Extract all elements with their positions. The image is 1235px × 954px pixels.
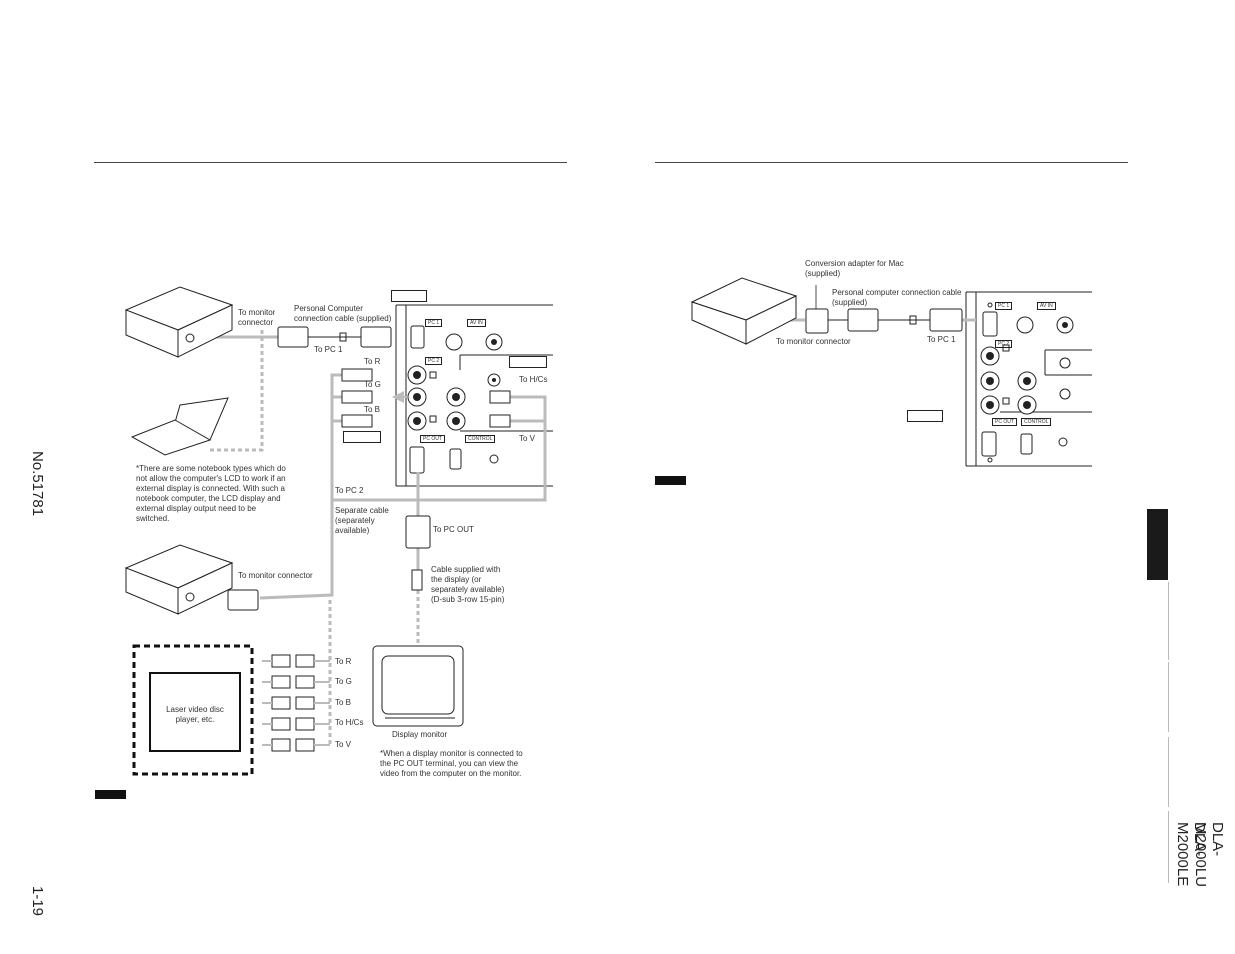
label-to-b: To B bbox=[364, 405, 381, 414]
label-right-to-monitor-connector: To monitor connector bbox=[776, 337, 851, 346]
label-to-hcs: To H/Cs bbox=[519, 375, 548, 384]
tab-divider-2 bbox=[1168, 662, 1169, 732]
page-number: 1-19 bbox=[29, 886, 46, 917]
panel-label-control: CONTROL bbox=[465, 435, 496, 443]
note-badge-left bbox=[95, 790, 126, 799]
tab-divider-4 bbox=[1168, 811, 1169, 883]
right-panel-label-pc1: PC 1 bbox=[995, 302, 1013, 310]
doc-number: No.51781 bbox=[29, 451, 46, 517]
laser-player: Laser video disc player, etc. bbox=[149, 672, 241, 752]
label-to-g: To G bbox=[364, 380, 381, 389]
panel-badge-4 bbox=[907, 410, 943, 422]
notebook-computer bbox=[130, 397, 229, 456]
desktop-computer-bottom bbox=[124, 544, 234, 615]
label-to-r: To R bbox=[364, 357, 381, 366]
lower-to-g: To G bbox=[335, 677, 352, 686]
right-terminal-panel bbox=[965, 291, 1092, 467]
label-display-monitor: Display monitor bbox=[392, 730, 448, 739]
lower-to-b: To B bbox=[335, 698, 352, 707]
notebook-note: *There are some notebook types which do … bbox=[136, 464, 286, 523]
display-monitor bbox=[372, 645, 464, 727]
label-to-pc-out: To PC OUT bbox=[433, 525, 474, 534]
label-to-pc1: To PC 1 bbox=[314, 345, 343, 354]
lower-to-hcs: To H/Cs bbox=[335, 718, 364, 727]
panel-label-av-in: AV IN bbox=[467, 319, 486, 327]
lower-to-r: To R bbox=[335, 657, 352, 666]
label-right-to-pc1: To PC 1 bbox=[927, 335, 956, 344]
panel-label-pc1: PC 1 bbox=[425, 319, 443, 327]
tab-divider-3 bbox=[1168, 737, 1169, 807]
model-line2: DLA-M2000LE bbox=[1174, 822, 1208, 887]
left-terminal-panel bbox=[395, 304, 553, 487]
label-separate-cable: Separate cable (separately available) bbox=[335, 506, 389, 535]
panel-label-pc2: PC 2 bbox=[425, 357, 443, 365]
section-tab bbox=[1147, 509, 1168, 580]
laser-player-label: Laser video disc player, etc. bbox=[166, 705, 224, 724]
label-to-pc2: To PC 2 bbox=[335, 486, 364, 495]
right-header-rule bbox=[655, 162, 1128, 163]
label-mac-adapter: Conversion adapter for Mac (supplied) bbox=[805, 259, 904, 278]
label-right-pc-cable: Personal computer connection cable (supp… bbox=[832, 288, 962, 307]
laser-player-frame bbox=[132, 644, 254, 776]
label-to-v: To V bbox=[519, 434, 536, 443]
right-panel-label-av-in: AV IN bbox=[1037, 302, 1056, 310]
right-panel-label-pc2: PC 2 bbox=[995, 340, 1013, 348]
panel-badge-2 bbox=[509, 356, 547, 368]
label-to-monitor-connector-1: To monitor connector bbox=[238, 308, 276, 327]
mac-computer bbox=[690, 277, 798, 345]
right-panel-label-pc-out: PC OUT bbox=[992, 418, 1017, 426]
label-cable-supplied: Cable supplied with the display (or sepa… bbox=[431, 565, 505, 604]
display-note: *When a display monitor is connected to … bbox=[380, 749, 523, 778]
desktop-computer-top bbox=[124, 286, 234, 358]
lower-to-v: To V bbox=[335, 740, 352, 749]
panel-badge-3 bbox=[343, 431, 381, 443]
panel-badge-1 bbox=[391, 290, 427, 302]
label-to-monitor-connector-2: To monitor connector bbox=[238, 571, 313, 580]
label-pc-cable: Personal Computer connection cable (supp… bbox=[294, 304, 392, 323]
right-panel-label-control: CONTROL bbox=[1021, 418, 1052, 426]
note-badge-right bbox=[655, 476, 686, 485]
panel-label-pc-out: PC OUT bbox=[420, 435, 445, 443]
tab-divider-1 bbox=[1168, 582, 1169, 660]
left-header-rule bbox=[94, 162, 567, 163]
